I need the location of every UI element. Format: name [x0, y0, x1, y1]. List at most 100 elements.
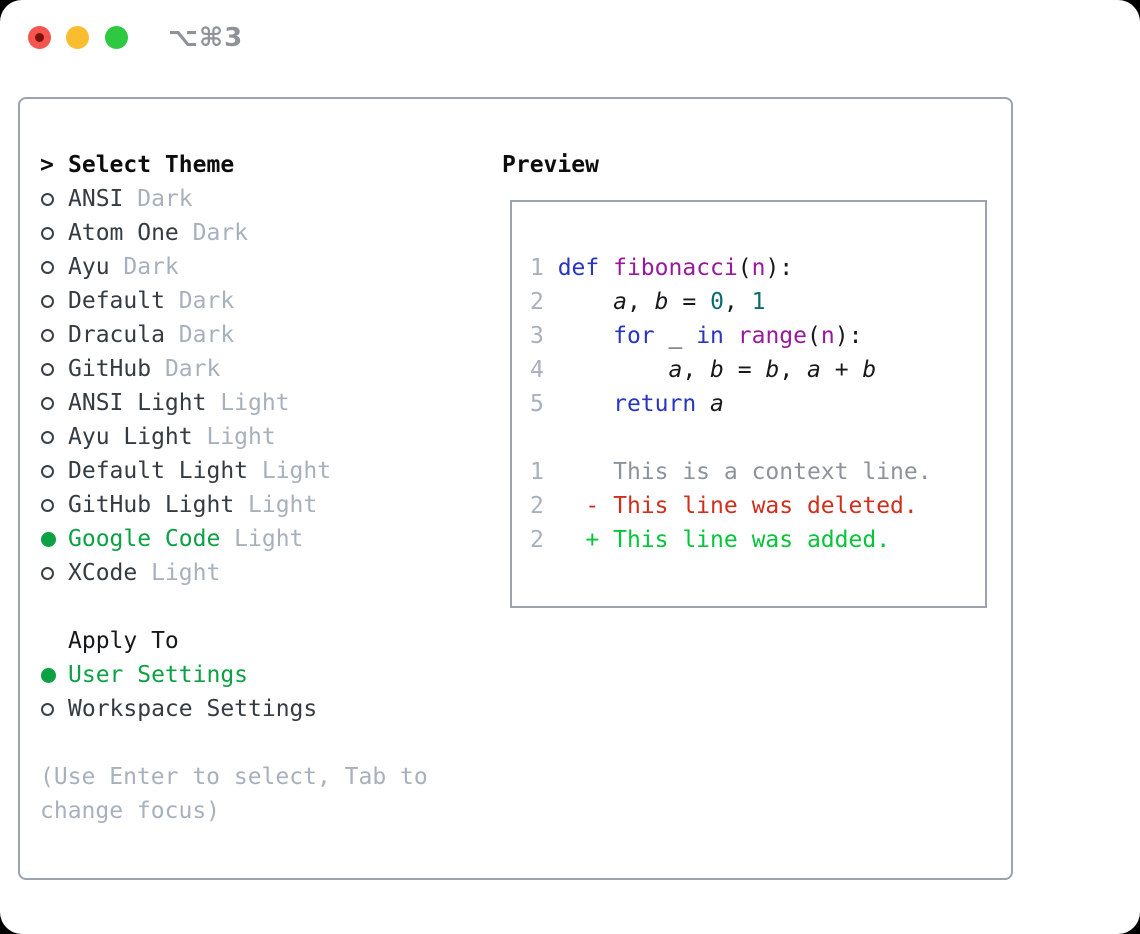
- code-token: n: [751, 255, 766, 281]
- code-token: ):: [834, 323, 863, 349]
- code-token: b: [862, 357, 877, 383]
- code-token: n: [820, 323, 835, 349]
- theme-item-ansi-light[interactable]: ANSI Light Light: [40, 386, 490, 420]
- theme-variant-label: Dark: [178, 322, 235, 348]
- code-token: 0: [710, 289, 724, 315]
- code-line: 2 + This line was added.: [530, 523, 985, 557]
- theme-variant-label: Light: [220, 390, 290, 416]
- radio-selected-icon: [40, 667, 68, 683]
- theme-item-label: Ayu: [68, 254, 110, 280]
- line-number: 3: [530, 323, 558, 349]
- code-token: - This line was deleted.: [557, 493, 918, 519]
- theme-variant-label: Light: [261, 458, 332, 484]
- help-line: (Use Enter to select, Tab to: [40, 764, 428, 790]
- code-token: [558, 323, 613, 349]
- code-token: [724, 323, 738, 349]
- code-token: [558, 289, 613, 315]
- theme-variant-label: Dark: [178, 288, 235, 314]
- code-token: +: [820, 357, 863, 383]
- code-token: b: [765, 357, 780, 383]
- code-token: This is a context line.: [557, 459, 932, 485]
- code-line: 5 return a: [530, 387, 985, 421]
- theme-variant-label: Dark: [164, 356, 221, 382]
- code-token: _: [654, 323, 697, 349]
- apply-item-label: Workspace Settings: [68, 696, 318, 722]
- theme-item-label: Dracula: [68, 322, 165, 348]
- theme-item-label: GitHub: [68, 356, 152, 382]
- select-theme-header: Select Theme: [68, 152, 235, 178]
- theme-variant-label: Light: [248, 492, 318, 518]
- radio-unselected-icon: [40, 226, 68, 240]
- code-token: a: [613, 289, 627, 315]
- theme-item-github[interactable]: GitHub Dark: [40, 352, 490, 386]
- apply-to-header: Apply To: [68, 628, 179, 654]
- code-line: 2 - This line was deleted.: [530, 489, 985, 523]
- radio-selected-icon: [40, 531, 68, 547]
- code-line: 1 def fibonacci(n):: [530, 251, 985, 285]
- apply-item-workspace-settings[interactable]: Workspace Settings: [40, 692, 490, 726]
- code-token: [696, 391, 710, 417]
- theme-item-label: ANSI Light: [68, 390, 207, 416]
- preview-column: Preview 1 def fibonacci(n):2 a, b = 0, 1…: [502, 148, 1002, 608]
- code-token: ,: [779, 357, 808, 383]
- spacer: [40, 726, 490, 760]
- code-token: (: [737, 255, 752, 281]
- theme-item-dracula[interactable]: Dracula Dark: [40, 318, 490, 352]
- theme-variant-label: Dark: [137, 186, 193, 212]
- close-dot-icon: [35, 33, 44, 42]
- radio-unselected-icon: [40, 498, 68, 512]
- theme-item-label: Google Code: [68, 526, 221, 552]
- line-number: 2: [530, 527, 558, 553]
- close-button-icon[interactable]: [28, 26, 51, 49]
- theme-item-github-light[interactable]: GitHub Light Light: [40, 488, 490, 522]
- line-number: 2: [530, 493, 558, 519]
- radio-unselected-icon: [40, 702, 68, 716]
- line-number: 1: [530, 255, 558, 281]
- code-token: (: [807, 323, 821, 349]
- apply-item-label: User Settings: [68, 662, 249, 688]
- theme-item-label: GitHub Light: [68, 492, 235, 518]
- radio-unselected-icon: [40, 328, 68, 342]
- theme-item-label: ANSI: [68, 186, 124, 212]
- theme-item-label: Default Light: [68, 458, 249, 484]
- code-token: range: [737, 323, 807, 349]
- code-token: fibonacci: [613, 255, 738, 281]
- code-token: for: [613, 323, 655, 349]
- theme-item-label: Atom One: [68, 220, 179, 246]
- code-token: ,: [626, 289, 655, 315]
- code-token: [558, 391, 613, 417]
- radio-unselected-icon: [40, 464, 68, 478]
- line-number: 5: [530, 391, 558, 417]
- code-token: in: [696, 323, 724, 349]
- radio-unselected-icon: [40, 430, 68, 444]
- theme-variant-label: Light: [151, 560, 221, 586]
- theme-item-ansi[interactable]: ANSI Dark: [40, 182, 490, 216]
- code-line: 1 This is a context line.: [530, 455, 985, 489]
- line-number: 4: [530, 357, 558, 383]
- code-token: =: [668, 289, 711, 315]
- radio-unselected-icon: [40, 566, 68, 580]
- code-token: =: [723, 357, 766, 383]
- apply-item-user-settings[interactable]: User Settings: [40, 658, 490, 692]
- code-token: + This line was added.: [557, 527, 891, 553]
- preview-header: Preview: [502, 152, 599, 178]
- theme-item-label: XCode: [68, 560, 138, 586]
- code-token: a: [710, 391, 724, 417]
- line-number: 2: [530, 289, 558, 315]
- theme-item-xcode[interactable]: XCode Light: [40, 556, 490, 590]
- radio-unselected-icon: [40, 362, 68, 376]
- code-token: def: [557, 255, 600, 281]
- zoom-button-icon[interactable]: [105, 26, 128, 49]
- theme-item-default-light[interactable]: Default Light Light: [40, 454, 490, 488]
- minimize-button-icon[interactable]: [66, 26, 89, 49]
